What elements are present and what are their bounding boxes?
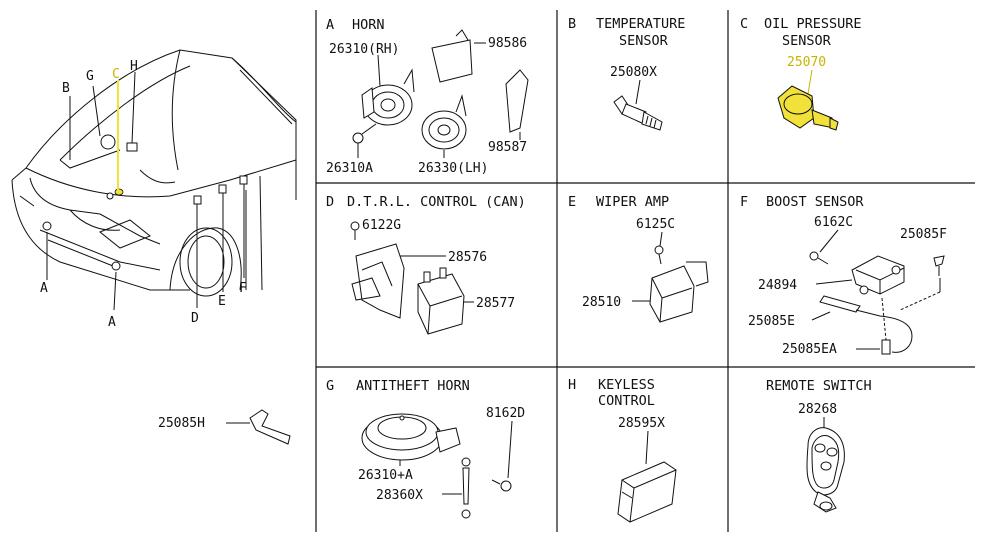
panel-c-title-line1: OIL PRESSURE: [764, 16, 862, 32]
harness-25085h[interactable]: 25085H: [158, 409, 291, 445]
panel-e-letter: E: [568, 194, 576, 210]
panel-g-letter: G: [326, 378, 334, 394]
horn-lh-icon: [421, 94, 467, 150]
part-label-25085e: 25085E: [748, 314, 795, 329]
panel-b-title-line1: TEMPERATURE: [596, 16, 685, 32]
panel-b-temperature-sensor[interactable]: B TEMPERATURE SENSOR 25080X: [568, 16, 685, 131]
panel-a-title: HORN: [352, 17, 385, 33]
panel-f-title: BOOST SENSOR: [766, 194, 864, 210]
screw-6162c-icon: [809, 251, 829, 265]
car-overview[interactable]: A A B G C H D E F: [11, 49, 297, 330]
panel-c-title-line2: SENSOR: [782, 33, 832, 49]
screw-6122g-icon: [350, 221, 360, 240]
keyless-control-unit-icon: [617, 461, 677, 523]
part-label-6122g: 6122G: [362, 218, 401, 233]
panel-h-keyless-control[interactable]: H KEYLESS CONTROL 28595X: [568, 377, 677, 523]
bolt-26310a-icon: [352, 123, 377, 144]
callout-e: E: [218, 294, 226, 309]
part-label-26310a: 26310A: [326, 161, 373, 176]
oil-pressure-sensor-icon: [777, 85, 839, 131]
clip-25085f-icon: [933, 255, 945, 276]
hose-25085ea-icon: [881, 339, 891, 355]
hose-25085e-icon: [819, 295, 861, 313]
part-label-25080x: 25080X: [610, 65, 657, 80]
part-label-25085f: 25085F: [900, 227, 947, 242]
bracket-98586-icon: [431, 39, 473, 83]
panel-d-title: D.T.R.L. CONTROL (CAN): [347, 194, 526, 210]
callout-d: D: [191, 311, 199, 326]
part-label-28577: 28577: [476, 296, 515, 311]
panel-h-letter: H: [568, 377, 576, 393]
part-label-28510: 28510: [582, 295, 621, 310]
part-label-25070: 25070: [787, 55, 826, 70]
panel-a-horn[interactable]: A HORN 26310(RH): [326, 17, 529, 176]
panel-b-title-line2: SENSOR: [619, 33, 669, 49]
panel-c-letter: C: [740, 16, 748, 32]
control-unit-28577-icon: [417, 267, 465, 335]
panel-grid: [315, 10, 975, 532]
panel-g-title: ANTITHEFT HORN: [356, 378, 470, 394]
part-label-98587: 98587: [488, 140, 527, 155]
part-label-26310a-plus: 26310+A: [358, 468, 413, 483]
panel-e-wiper-amp[interactable]: E WIPER AMP 6125C 28510: [568, 194, 709, 323]
panel-remote-switch[interactable]: REMOTE SWITCH 28268: [766, 378, 872, 513]
callout-a-left: A: [40, 281, 48, 296]
panel-remote-title: REMOTE SWITCH: [766, 378, 872, 394]
callout-g: G: [86, 69, 94, 84]
part-label-25085h: 25085H: [158, 416, 205, 431]
part-label-6162c: 6162C: [814, 215, 853, 230]
part-label-26310rh: 26310(RH): [329, 42, 399, 57]
panel-f-boost-sensor[interactable]: F BOOST SENSOR 6162C 25085F 24894 25085E…: [740, 194, 947, 357]
panel-e-title: WIPER AMP: [596, 194, 669, 210]
wire-28360x-icon: [461, 457, 471, 519]
screw-6125c-icon: [654, 245, 664, 265]
callout-h: H: [130, 59, 138, 74]
part-label-28268: 28268: [798, 402, 837, 417]
boost-sensor-icon: [851, 255, 905, 295]
part-label-28576: 28576: [448, 250, 487, 265]
part-label-28595x: 28595X: [618, 416, 665, 431]
callout-b: B: [62, 81, 70, 96]
panel-b-letter: B: [568, 16, 576, 32]
harness-icon: [249, 409, 291, 445]
horn-rh-icon: [361, 68, 415, 126]
part-label-28360x: 28360X: [376, 488, 423, 503]
car-outline: [11, 49, 297, 297]
part-label-6125c: 6125C: [636, 217, 675, 232]
part-label-8162d: 8162D: [486, 406, 525, 421]
antitheft-horn-icon: [361, 413, 461, 461]
part-label-24894: 24894: [758, 278, 797, 293]
remote-key-fob-icon: [806, 427, 845, 513]
panel-g-antitheft-horn[interactable]: G ANTITHEFT HORN 8162D 26310+A 28360X: [326, 378, 525, 519]
wiper-amp-unit-icon: [649, 261, 709, 323]
callout-leaders: [46, 71, 245, 311]
panel-c-oil-pressure-sensor[interactable]: C OIL PRESSURE SENSOR 25070: [740, 16, 862, 131]
part-label-26330lh: 26330(LH): [418, 161, 488, 176]
bolt-8162d-icon: [491, 479, 512, 492]
panel-f-letter: F: [740, 194, 748, 210]
bracket-28576-icon: [351, 243, 405, 319]
panel-a-letter: A: [326, 17, 334, 33]
callout-c: C: [112, 67, 120, 82]
part-label-98586: 98586: [488, 36, 527, 51]
panel-d-dtrl-control[interactable]: D D.T.R.L. CONTROL (CAN) 6122G 28576 285…: [326, 194, 526, 335]
temperature-sensor-icon: [613, 95, 663, 131]
callout-f: F: [239, 281, 247, 296]
bracket-98587-icon: [505, 69, 529, 133]
part-label-25085ea: 25085EA: [782, 342, 837, 357]
callout-a-right: A: [108, 315, 116, 330]
panel-h-title-line1: KEYLESS: [598, 377, 655, 393]
panel-h-title-line2: CONTROL: [598, 393, 655, 409]
panel-d-letter: D: [326, 194, 334, 210]
